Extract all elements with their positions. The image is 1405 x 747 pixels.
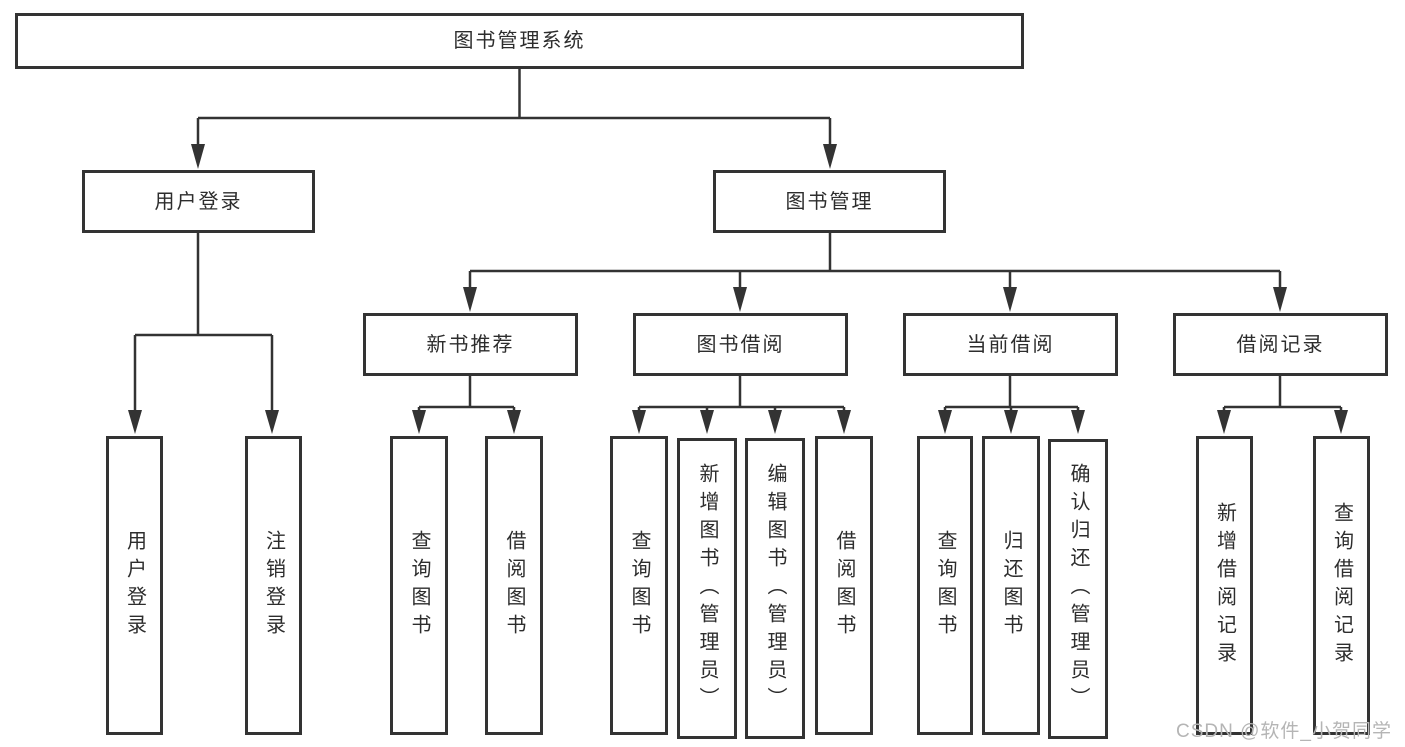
node-nbr-query-books: 查询图书 <box>390 436 448 735</box>
node-current-borrowing: 当前借阅 <box>903 313 1118 376</box>
node-br-add-record: 新增借阅记录 <box>1196 436 1253 735</box>
node-book-borrowing: 图书借阅 <box>633 313 848 376</box>
node-cb-return-books: 归还图书 <box>982 436 1040 735</box>
node-borrowing-records: 借阅记录 <box>1173 313 1388 376</box>
node-bb-borrow-books-label: 借阅图书 <box>833 529 855 642</box>
node-cb-query-books: 查询图书 <box>917 436 973 735</box>
node-logout-label: 注销登录 <box>262 529 285 642</box>
node-nbr-query-books-label: 查询图书 <box>408 529 430 642</box>
node-br-query-record-label: 查询借阅记录 <box>1330 501 1353 670</box>
node-bb-query-books-label: 查询图书 <box>628 529 650 642</box>
node-login: 用户登录 <box>106 436 163 735</box>
node-library-system-label: 图书管理系统 <box>453 30 586 52</box>
node-bb-add-books-admin-label: 新增图书（管理员） <box>696 462 718 715</box>
node-book-management-label: 图书管理 <box>785 190 874 213</box>
node-nbr-borrow-books-label: 借阅图书 <box>503 529 525 642</box>
node-bb-add-books-admin: 新增图书（管理员） <box>677 438 737 739</box>
node-new-book-recommend: 新书推荐 <box>363 313 578 376</box>
node-book-management: 图书管理 <box>713 170 946 233</box>
node-bb-query-books: 查询图书 <box>610 436 668 735</box>
node-login-label: 用户登录 <box>123 529 146 642</box>
node-cb-confirm-return-admin-label: 确认归还（管理员） <box>1067 463 1089 715</box>
node-user-login: 用户登录 <box>82 170 315 233</box>
node-br-add-record-label: 新增借阅记录 <box>1213 501 1236 670</box>
node-logout: 注销登录 <box>245 436 302 735</box>
node-bb-borrow-books: 借阅图书 <box>815 436 873 735</box>
node-cb-query-books-label: 查询图书 <box>934 529 956 642</box>
node-book-borrowing-label: 图书借阅 <box>696 333 785 356</box>
node-bb-edit-books-admin-label: 编辑图书（管理员） <box>764 462 786 715</box>
node-nbr-borrow-books: 借阅图书 <box>485 436 543 735</box>
node-cb-return-books-label: 归还图书 <box>1000 529 1022 642</box>
node-library-system: 图书管理系统 <box>15 13 1024 69</box>
node-cb-confirm-return-admin: 确认归还（管理员） <box>1048 439 1108 739</box>
csdn-watermark: CSDN @软件_小贺同学 <box>1176 721 1392 742</box>
arrowheads <box>128 144 1348 434</box>
node-borrowing-records-label: 借阅记录 <box>1236 333 1325 356</box>
node-bb-edit-books-admin: 编辑图书（管理员） <box>745 438 805 739</box>
node-br-query-record: 查询借阅记录 <box>1313 436 1370 735</box>
node-new-book-recommend-label: 新书推荐 <box>426 333 515 356</box>
node-current-borrowing-label: 当前借阅 <box>966 333 1055 356</box>
node-user-login-label: 用户登录 <box>154 190 243 213</box>
